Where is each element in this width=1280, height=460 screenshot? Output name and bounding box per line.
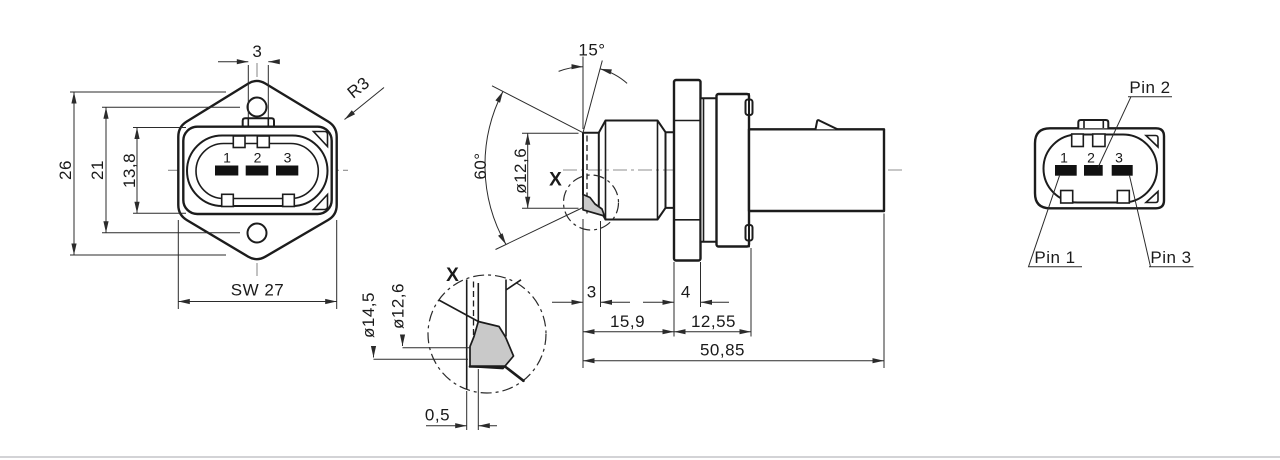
thread-flank-lines: [505, 279, 522, 337]
connector-notch-bottom-left: [1059, 189, 1074, 204]
dim-text-flange-width: 4: [681, 283, 691, 302]
housing-can: [715, 92, 751, 248]
dim-detail-outer-diameter: ø14,5: [359, 292, 468, 360]
detail-x-marker: X: [549, 170, 562, 191]
tab-notch-lines: [247, 118, 270, 127]
dim-text-tip-length: 3: [587, 283, 597, 302]
mounting-hole-bottom: [246, 222, 268, 244]
dim-tab-width: 3: [218, 42, 280, 118]
seal-chamfer-region: [582, 193, 606, 217]
dim-text-corner-radius: R3: [344, 73, 374, 102]
connector-pin-2-number: 2: [1087, 150, 1095, 166]
dim-text-hole-spacing: 21: [88, 160, 107, 180]
latch-clip: [814, 119, 839, 131]
pin-1-number: 1: [223, 150, 231, 166]
cone-face-line: [438, 299, 479, 323]
dim-text-detail-outer-diameter: ø14,5: [359, 292, 378, 338]
dim-text-thread-length: 15,9: [610, 312, 645, 331]
pin-3-callout: Pin 3: [1129, 175, 1194, 268]
detail-x-view: X ø12,6 ø14,5 0,5: [359, 265, 547, 430]
thread-shoulder-lines: [597, 131, 667, 209]
dim-text-connector-height: 13,8: [120, 153, 139, 188]
dim-overall-height: 26: [56, 91, 226, 256]
side-view: X 60° ø12,6 15° 3 15,9: [471, 41, 903, 368]
front-view: 1 2 3 3 26 21 13,8: [56, 42, 385, 309]
chamfer-detail-region: [469, 320, 515, 370]
pin-2-contact: [245, 165, 269, 176]
sealing-edge-line: [468, 365, 525, 383]
pin-2-callout: Pin 2: [1097, 78, 1172, 168]
dim-text-detail-inner-diameter: ø12,6: [389, 283, 408, 329]
dim-corner-radius: R3: [344, 73, 385, 120]
dim-wrench-size: SW 27: [177, 220, 338, 309]
hex-flat-edges: [674, 119, 701, 221]
seal-chamfer-edge: [603, 215, 607, 221]
thread-chamfer-lines: [604, 120, 659, 220]
coding-notch-top-left: [232, 135, 246, 149]
dim-text-collar-length: 12,55: [691, 312, 736, 331]
pin-1-callout: Pin 1: [1027, 175, 1082, 268]
dim-text-overall-height: 26: [56, 160, 75, 180]
pin-1-label: Pin 1: [1034, 248, 1075, 267]
dim-text-tab-width: 3: [252, 42, 262, 61]
connector-view: 1 2 3 Pin 2 Pin 1 Pin 3: [1027, 78, 1194, 268]
connector-pin-1: [1055, 165, 1077, 176]
connector-tab-notches: [1083, 120, 1105, 128]
connector-pin-3-number: 3: [1115, 150, 1123, 166]
connector-gusset-top: [1144, 134, 1159, 149]
seal-tip-edges: [582, 131, 600, 196]
connector-gusset-bottom: [1143, 189, 1159, 204]
dim-step-width: 0,5: [425, 369, 497, 430]
dim-text-cone-angle: 60°: [471, 152, 490, 179]
dim-lengths: 3 15,9 4 12,55 50,85: [552, 213, 885, 368]
dim-text-wrench-size: SW 27: [231, 281, 285, 300]
connector-notch-bottom-right: [1116, 189, 1131, 204]
pin-1-contact: [215, 165, 239, 176]
pin-3-label: Pin 3: [1150, 248, 1191, 267]
hex-flange-side: [672, 78, 702, 262]
pin-2-label: Pin 2: [1129, 78, 1170, 97]
dim-hole-spacing: 21: [88, 106, 240, 234]
dim-seal-diameter: ø12,6: [511, 132, 579, 209]
dim-text-tip-angle: 15°: [578, 41, 605, 60]
mounting-hole-top: [246, 96, 268, 118]
dim-text-step-width: 0,5: [425, 406, 450, 425]
dim-cone-angle: 60°: [471, 85, 584, 250]
connector-notch-top-left: [1070, 133, 1085, 148]
detail-label: X: [446, 265, 459, 286]
coding-notch-top-right: [256, 135, 271, 149]
corner-gusset-top: [311, 130, 329, 149]
pin-3-contact: [276, 165, 299, 176]
connector-pin-3: [1111, 165, 1133, 176]
dim-connector-height: 13,8: [120, 127, 186, 214]
dim-tip-angle: 15°: [558, 41, 628, 133]
connector-pin-1-number: 1: [1060, 150, 1068, 166]
dim-text-seal-diameter: ø12,6: [511, 148, 530, 194]
thread-outline: [597, 119, 675, 221]
pin-3-number: 3: [284, 150, 292, 166]
connector-top-tab: [241, 117, 275, 128]
coding-notch-bottom-left: [220, 193, 235, 208]
connector-tab: [1077, 119, 1110, 130]
pin-2-number: 2: [254, 150, 262, 166]
corner-gusset-bottom: [311, 192, 329, 211]
connector-barrel: [747, 128, 886, 213]
connector-pin-2: [1084, 165, 1103, 176]
dim-detail-inner-diameter: ø12,6: [389, 283, 470, 349]
detail-x-circle: [562, 174, 620, 231]
detail-boundary-circle: [427, 274, 547, 394]
connector-notch-top-right: [1091, 133, 1106, 148]
coding-notch-bottom-right: [281, 193, 296, 208]
dim-text-overall-length: 50,85: [700, 341, 745, 360]
